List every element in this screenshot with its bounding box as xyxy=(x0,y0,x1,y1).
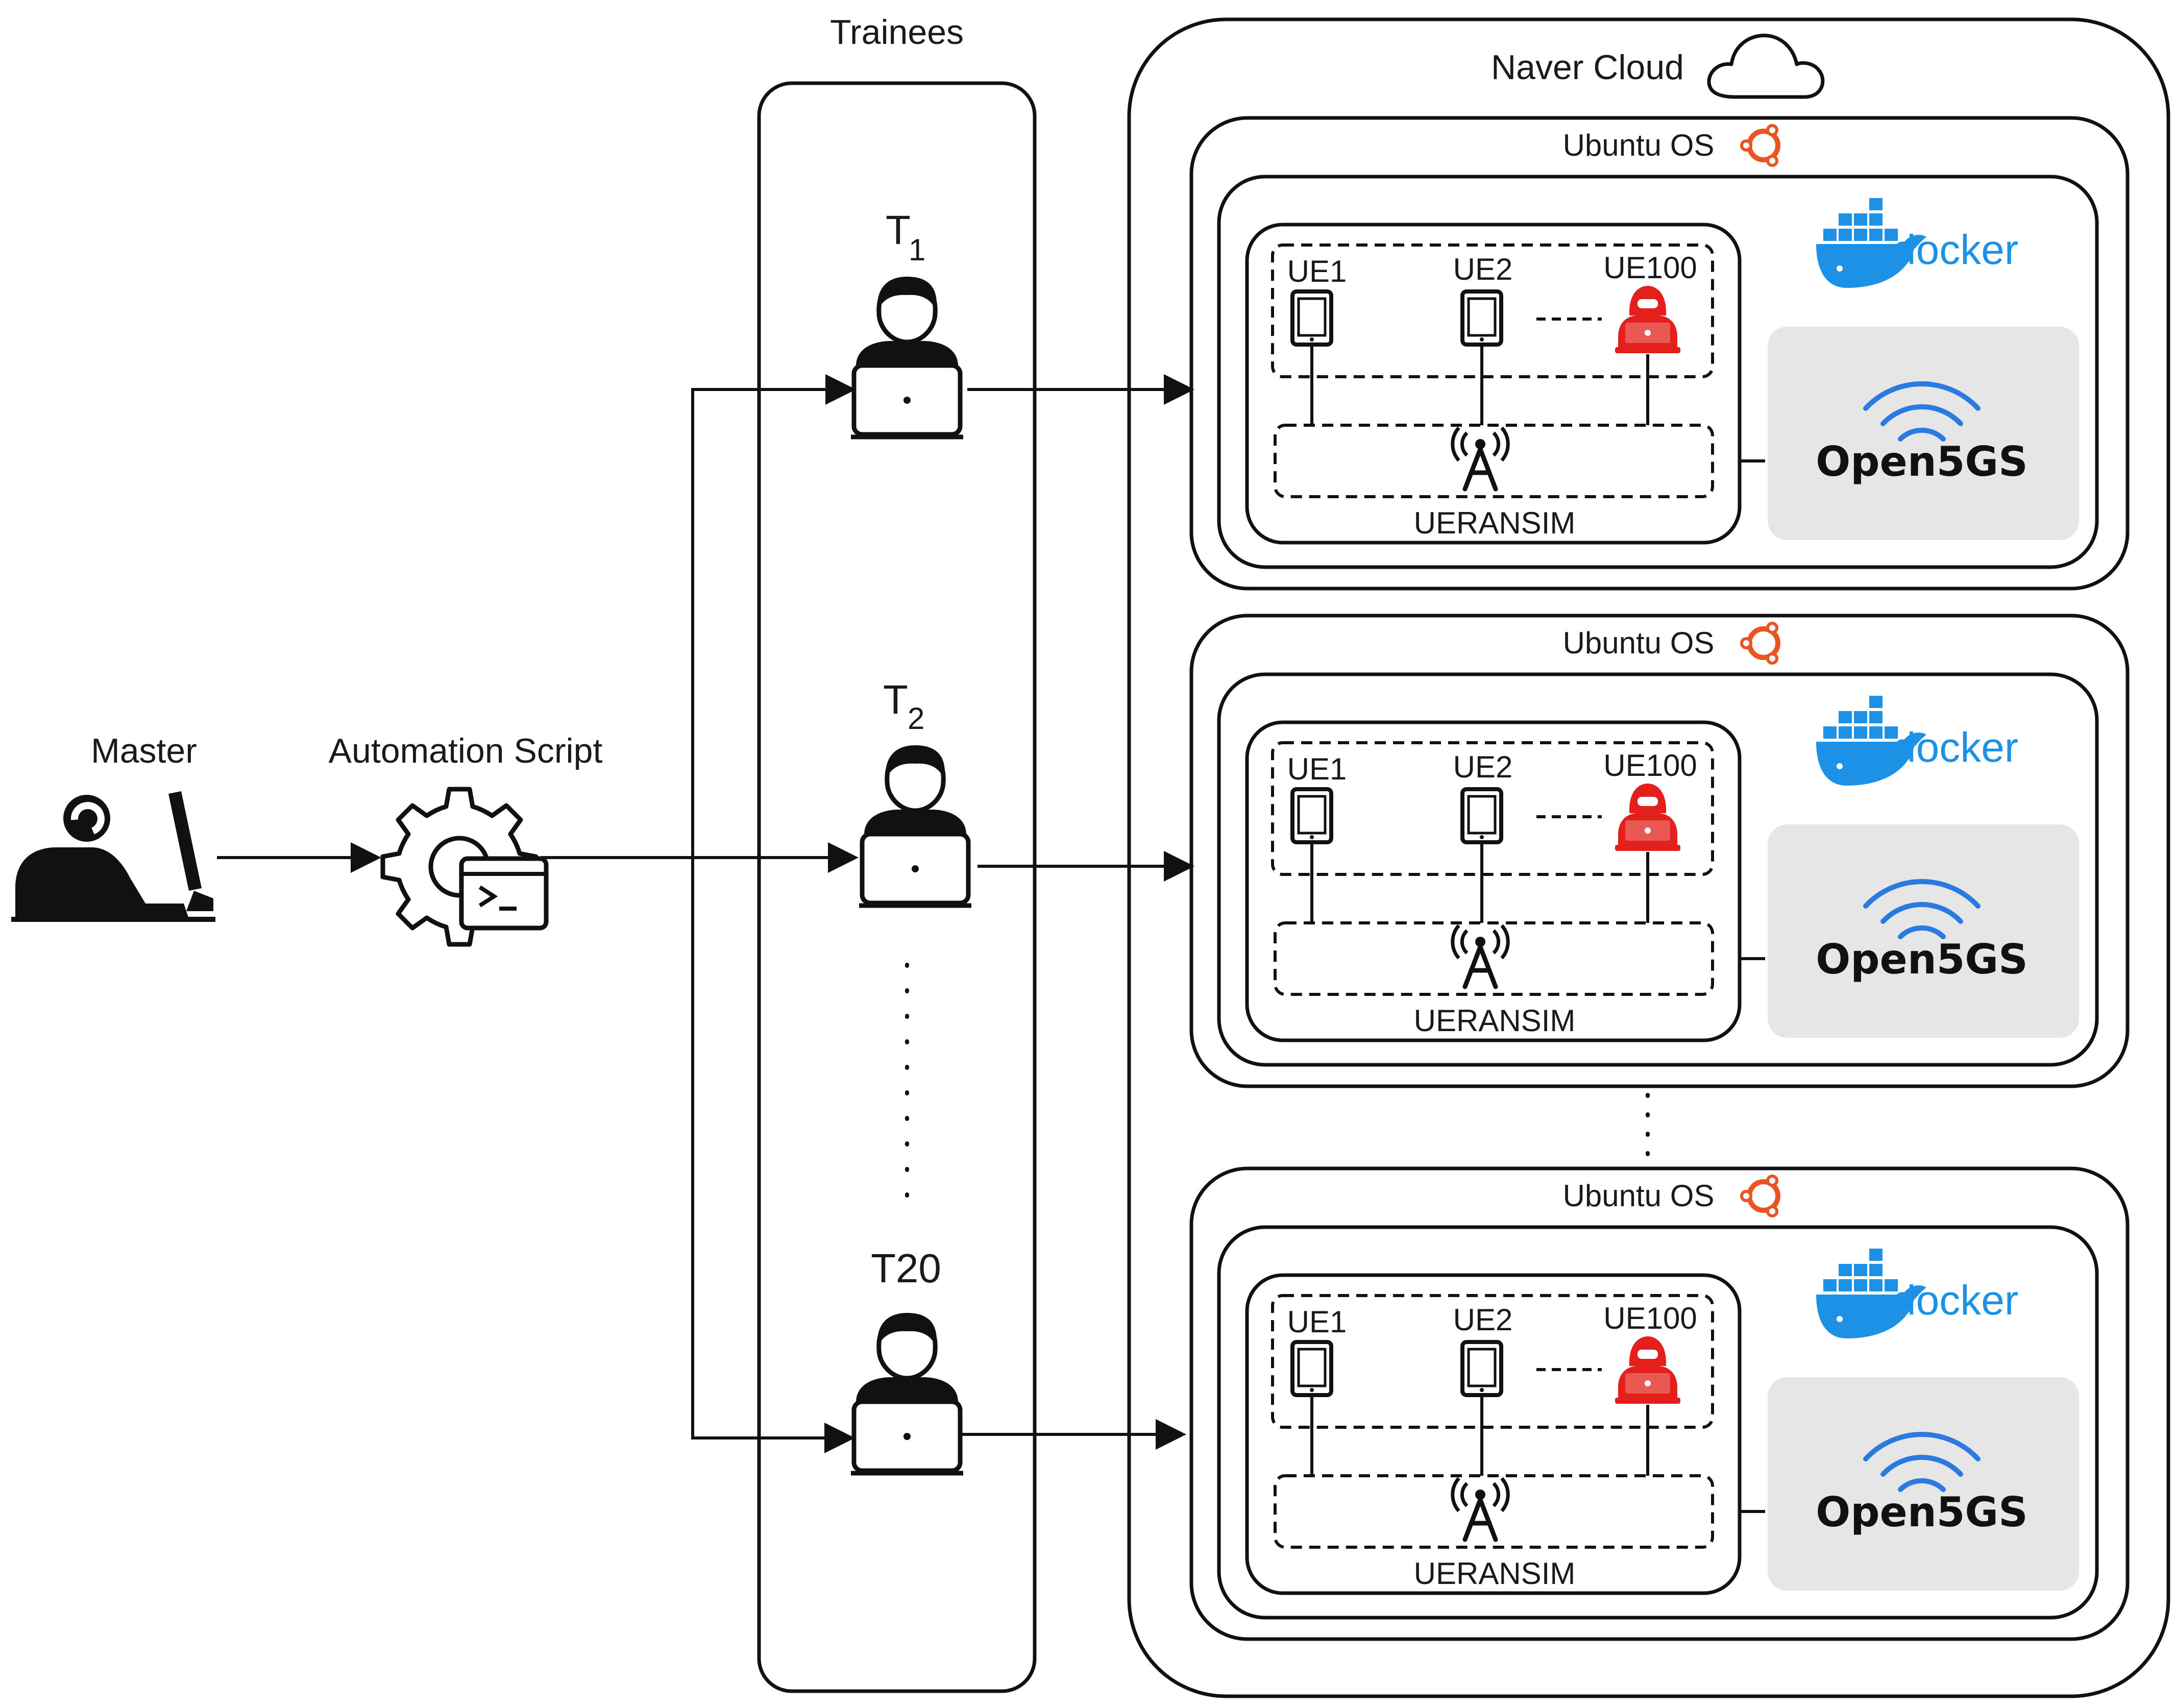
trainees-container xyxy=(757,81,1037,1693)
docker-label: docker xyxy=(1893,1277,2018,1324)
ue2-label: UE2 xyxy=(1453,750,1513,784)
ue2-label: UE2 xyxy=(1453,252,1513,286)
trainee-laptop-icon xyxy=(859,745,971,906)
ue1-label: UE1 xyxy=(1287,752,1347,786)
ue-group xyxy=(1271,1294,1714,1429)
hacker-icon xyxy=(1615,1336,1680,1404)
docker-host xyxy=(1217,175,2099,569)
docker-host xyxy=(1217,672,2099,1067)
master-icon xyxy=(11,791,215,922)
svg-text:1: 1 xyxy=(909,233,925,267)
ueransim-box xyxy=(1245,223,1742,545)
phone-icon xyxy=(1292,789,1331,842)
phone-icon xyxy=(1462,291,1501,345)
open5gs-label: Open5GS xyxy=(1816,438,2027,485)
trainee-label-1: T 1 xyxy=(886,207,925,267)
ueransim-label: UERANSIM xyxy=(1414,1556,1576,1591)
master-label: Master xyxy=(91,731,197,770)
automation-label: Automation Script xyxy=(329,731,603,770)
ue1-label: UE1 xyxy=(1287,1305,1347,1339)
open5gs-box xyxy=(1768,824,2079,1038)
svg-text:T: T xyxy=(886,207,911,253)
vm-1: Ubuntu OS docker Open5GS UE1 UE2 UE100 U… xyxy=(1189,116,2130,591)
hacker-icon xyxy=(1615,286,1680,353)
ueransim-label: UERANSIM xyxy=(1414,506,1576,540)
gnb-antenna-icon xyxy=(1453,925,1508,987)
svg-text:2: 2 xyxy=(908,701,924,736)
ue100-label: UE100 xyxy=(1603,251,1697,285)
open5gs-box xyxy=(1768,1377,2079,1591)
ue-group xyxy=(1271,741,1714,876)
trainee-label-2: T 2 xyxy=(883,677,924,736)
ubuntu-icon xyxy=(1740,622,1778,665)
open5gs-box xyxy=(1768,327,2079,540)
trainee-laptop-icon xyxy=(851,277,963,437)
phone-icon xyxy=(1462,1342,1501,1395)
phone-icon xyxy=(1462,789,1501,842)
gnb-antenna-icon xyxy=(1453,428,1508,489)
ueransim-box xyxy=(1245,720,1742,1042)
ue100-label: UE100 xyxy=(1603,1301,1697,1335)
ue1-label: UE1 xyxy=(1287,254,1347,288)
hacker-icon xyxy=(1615,784,1680,851)
gnb-group xyxy=(1274,1474,1714,1549)
vm-3: Ubuntu OS docker Open5GS UE1 UE2 UE100 U… xyxy=(1189,1166,2130,1641)
naver-cloud-container xyxy=(1127,17,2170,1698)
ubuntu-label: Ubuntu OS xyxy=(1563,1179,1715,1213)
ubuntu-icon xyxy=(1740,124,1778,167)
open5gs-label: Open5GS xyxy=(1816,936,2027,983)
ue-group xyxy=(1271,243,1714,378)
trainee-laptop-icon xyxy=(851,1313,963,1473)
trainee-label-20: T20 xyxy=(871,1246,941,1291)
ueransim-label: UERANSIM xyxy=(1414,1004,1576,1038)
cloud-icon xyxy=(1707,34,1825,99)
ubuntu-icon xyxy=(1740,1175,1778,1217)
open5gs-label: Open5GS xyxy=(1816,1489,2027,1536)
svg-text:T20: T20 xyxy=(871,1246,941,1291)
svg-text:T: T xyxy=(883,677,908,722)
docker-label: docker xyxy=(1893,724,2018,771)
ubuntu-label: Ubuntu OS xyxy=(1563,626,1715,660)
ubuntu-label: Ubuntu OS xyxy=(1563,128,1715,162)
gear-terminal-icon xyxy=(380,787,549,947)
phone-icon xyxy=(1292,1342,1331,1395)
docker-label: docker xyxy=(1893,227,2018,273)
ue2-label: UE2 xyxy=(1453,1303,1513,1337)
vm-2: Ubuntu OS docker Open5GS UE1 UE2 UE100 U… xyxy=(1189,614,2130,1088)
gnb-group xyxy=(1274,424,1714,498)
ueransim-box xyxy=(1245,1273,1742,1595)
gnb-antenna-icon xyxy=(1453,1478,1508,1540)
trainees-label: Trainees xyxy=(830,13,964,52)
gnb-group xyxy=(1274,921,1714,996)
ue100-label: UE100 xyxy=(1603,748,1697,783)
docker-host xyxy=(1217,1225,2099,1620)
phone-icon xyxy=(1292,291,1331,345)
cloud-label: Naver Cloud xyxy=(1491,48,1684,87)
